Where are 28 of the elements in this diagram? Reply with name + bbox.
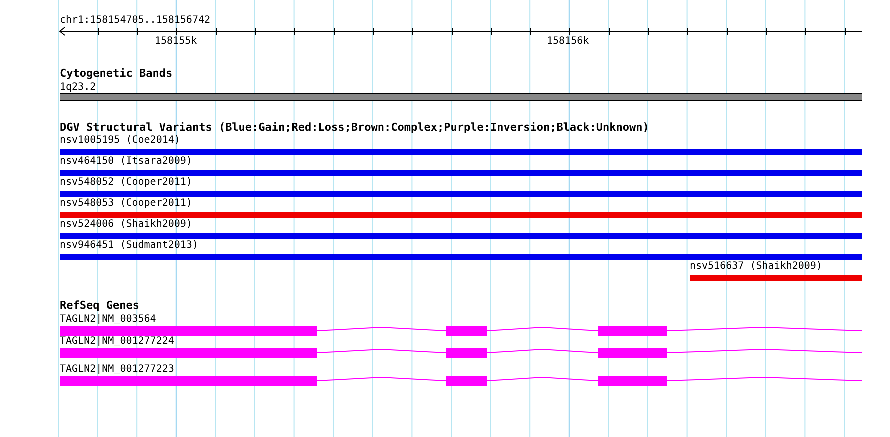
feature-label: TAGLN2|NM_003564	[60, 314, 158, 325]
gene-model	[60, 336, 862, 359]
feature-label: 1q23.2	[60, 82, 98, 93]
tick-label: 158155k	[155, 36, 198, 47]
track-title: RefSeq Genes	[60, 300, 140, 311]
coordinate-range: chr1:158154705..158156742	[60, 15, 211, 26]
gene-model	[60, 314, 862, 337]
variant-feature	[60, 177, 862, 197]
feature-label: nsv946451 (Sudmant2013)	[60, 240, 200, 251]
variant-feature	[60, 240, 862, 260]
feature-label: nsv464150 (Itsara2009)	[60, 156, 194, 167]
feature-label: nsv516637 (Shaikh2009)	[690, 261, 824, 272]
gene-model	[60, 364, 862, 387]
track-title: Cytogenetic Bands	[60, 68, 173, 79]
track-title: DGV Structural Variants (Blue:Gain;Red:Loss;Brown:Complex;Purple:Inversion;Black:Unknown)	[60, 122, 650, 133]
tick-label: 158156k	[547, 36, 590, 47]
variant-feature	[60, 198, 862, 218]
feature-label: nsv548053 (Cooper2011)	[60, 198, 194, 209]
variant-feature	[60, 156, 862, 176]
feature-label: nsv548052 (Cooper2011)	[60, 177, 194, 188]
variant-feature	[60, 219, 862, 239]
feature-label: nsv1005195 (Coe2014)	[60, 135, 182, 146]
variant-feature	[60, 135, 862, 155]
cytoband-feature	[60, 82, 862, 101]
feature-label: TAGLN2|NM_001277224	[60, 336, 176, 347]
variant-feature	[690, 261, 862, 281]
feature-label: nsv524006 (Shaikh2009)	[60, 219, 194, 230]
feature-label: TAGLN2|NM_001277223	[60, 364, 176, 375]
